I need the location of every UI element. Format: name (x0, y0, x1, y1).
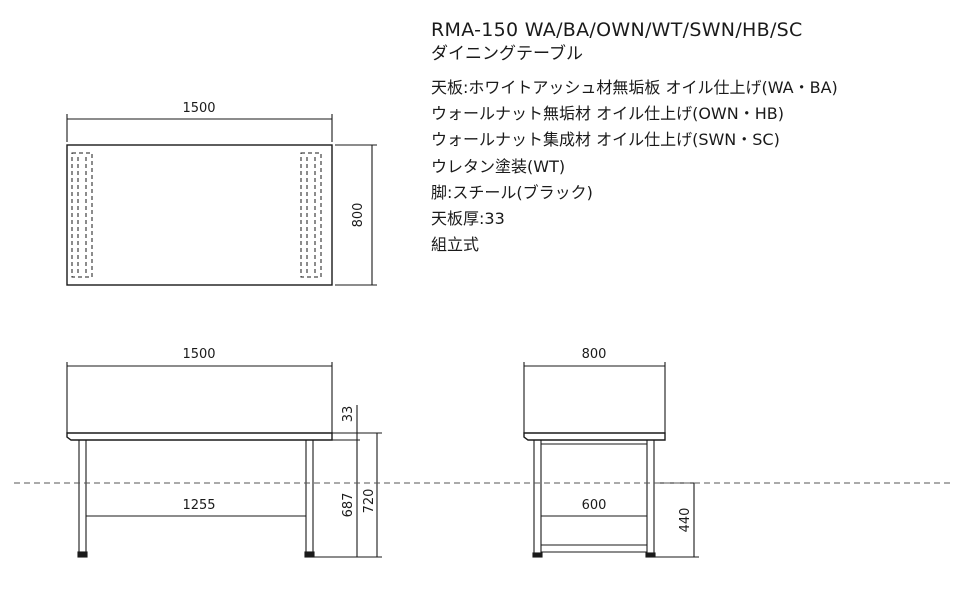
front-view-width-label: 1500 (182, 347, 215, 362)
front-view (66, 362, 382, 558)
side-view-leg-span-label: 600 (582, 498, 607, 513)
top-view (66, 114, 377, 286)
side-view-stretcher-height-label: 440 (678, 508, 693, 533)
spec-line: 天板厚:33 (431, 209, 505, 229)
front-view-table-top (66, 432, 333, 441)
top-view-table-top (66, 144, 333, 286)
top-view-left-leg-frame (71, 152, 93, 278)
spec-line: ウォールナット集成材 オイル仕上げ(SWN・SC) (431, 130, 780, 150)
spec-line: 天板:ホワイトアッシュ材無垢板 オイル仕上げ(WA・BA) (431, 78, 838, 97)
side-view-stretcher (541, 544, 647, 553)
front-view-thickness-label: 33 (341, 406, 356, 423)
side-view-left-leg (532, 440, 543, 558)
spec-line: ウレタン塗装(WT) (431, 156, 566, 176)
front-view-height-label: 720 (362, 489, 377, 514)
front-view-leg-span-label: 1255 (182, 498, 215, 513)
side-view (523, 362, 699, 558)
side-view-right-leg (645, 440, 656, 558)
front-view-clearance-label: 687 (341, 493, 356, 518)
top-view-right-leg-frame (300, 152, 322, 278)
side-view-depth-label: 800 (582, 347, 607, 362)
product-model: RMA-150 WA/BA/OWN/WT/SWN/HB/SC (431, 19, 803, 41)
side-view-table-top (523, 432, 666, 441)
front-view-right-leg (304, 440, 315, 558)
spec-block: RMA-150 WA/BA/OWN/WT/SWN/HB/SC ダイニングテーブル… (431, 18, 838, 258)
spec-line: ウォールナット無垢材 オイル仕上げ(OWN・HB) (431, 104, 784, 124)
top-view-depth-label: 800 (351, 203, 366, 228)
front-view-left-leg (77, 440, 88, 558)
top-view-width-label: 1500 (182, 101, 215, 116)
spec-line: 脚:スチール(ブラック) (431, 182, 593, 202)
spec-line: 組立式 (431, 235, 480, 255)
product-name: ダイニングテーブル (431, 44, 583, 64)
